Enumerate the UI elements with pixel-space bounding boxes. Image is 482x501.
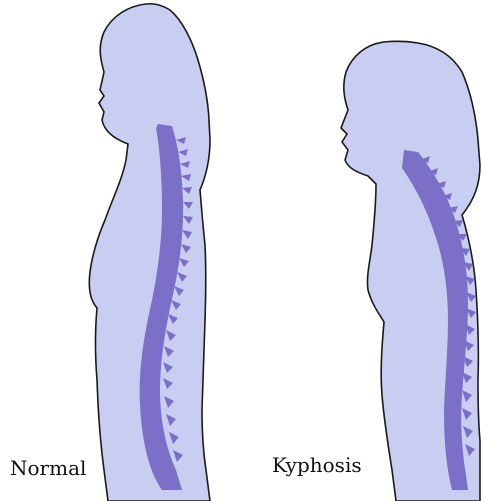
- kyphosis-figure: [341, 41, 480, 501]
- label-normal: Normal: [10, 458, 86, 478]
- label-kyphosis: Kyphosis: [272, 455, 362, 475]
- normal-figure: [89, 4, 210, 501]
